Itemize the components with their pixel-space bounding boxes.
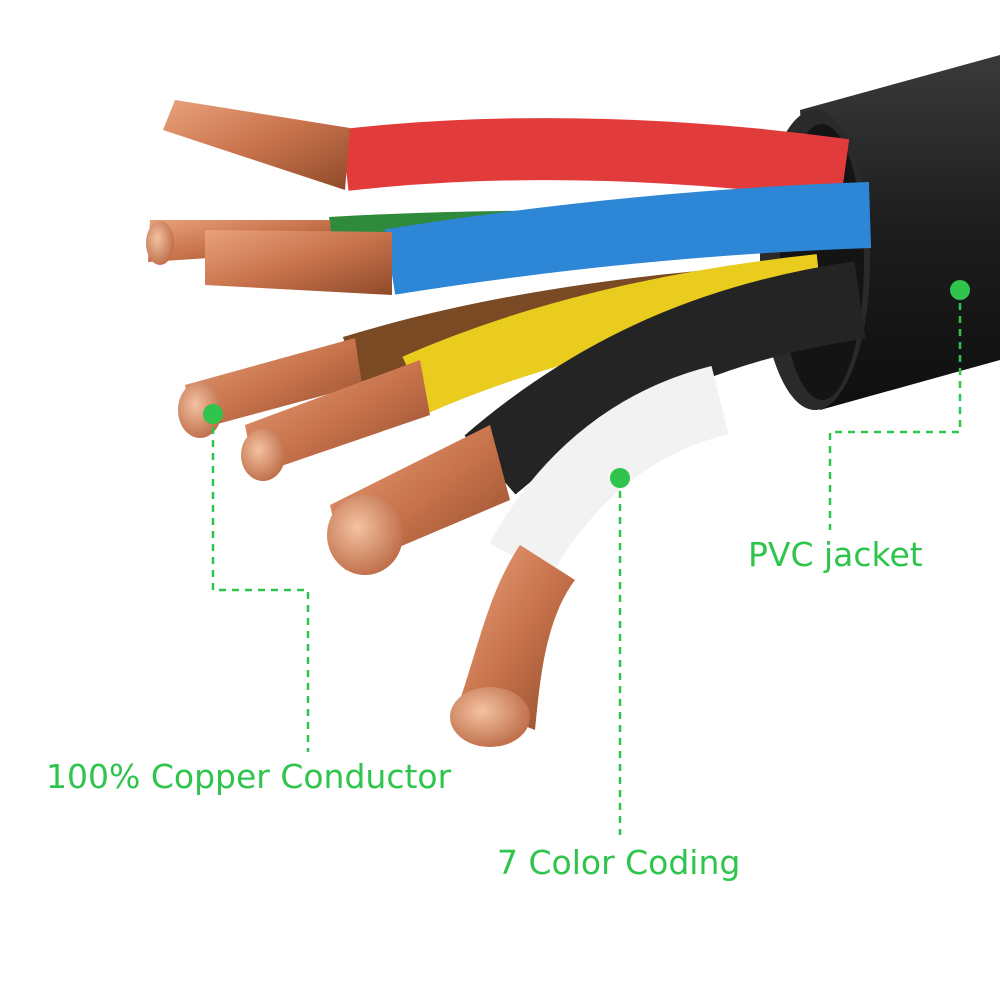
copper-conductors (146, 100, 575, 747)
wire-white (489, 366, 730, 578)
wire-red (341, 118, 850, 201)
copper-conductor-label: 100% Copper Conductor (46, 757, 452, 796)
callout-lines (211, 290, 962, 835)
color-coding-label: 7 Color Coding (497, 843, 741, 882)
wire-black (464, 261, 866, 495)
insulated-wires (329, 118, 872, 578)
color-callout-dot (610, 468, 630, 488)
copper-callout-dot (203, 404, 223, 424)
callout-dots (203, 280, 970, 488)
jacket-callout-dot (950, 280, 970, 300)
wire-blue (384, 182, 872, 295)
pvc-jacket-label: PVC jacket (748, 535, 923, 574)
